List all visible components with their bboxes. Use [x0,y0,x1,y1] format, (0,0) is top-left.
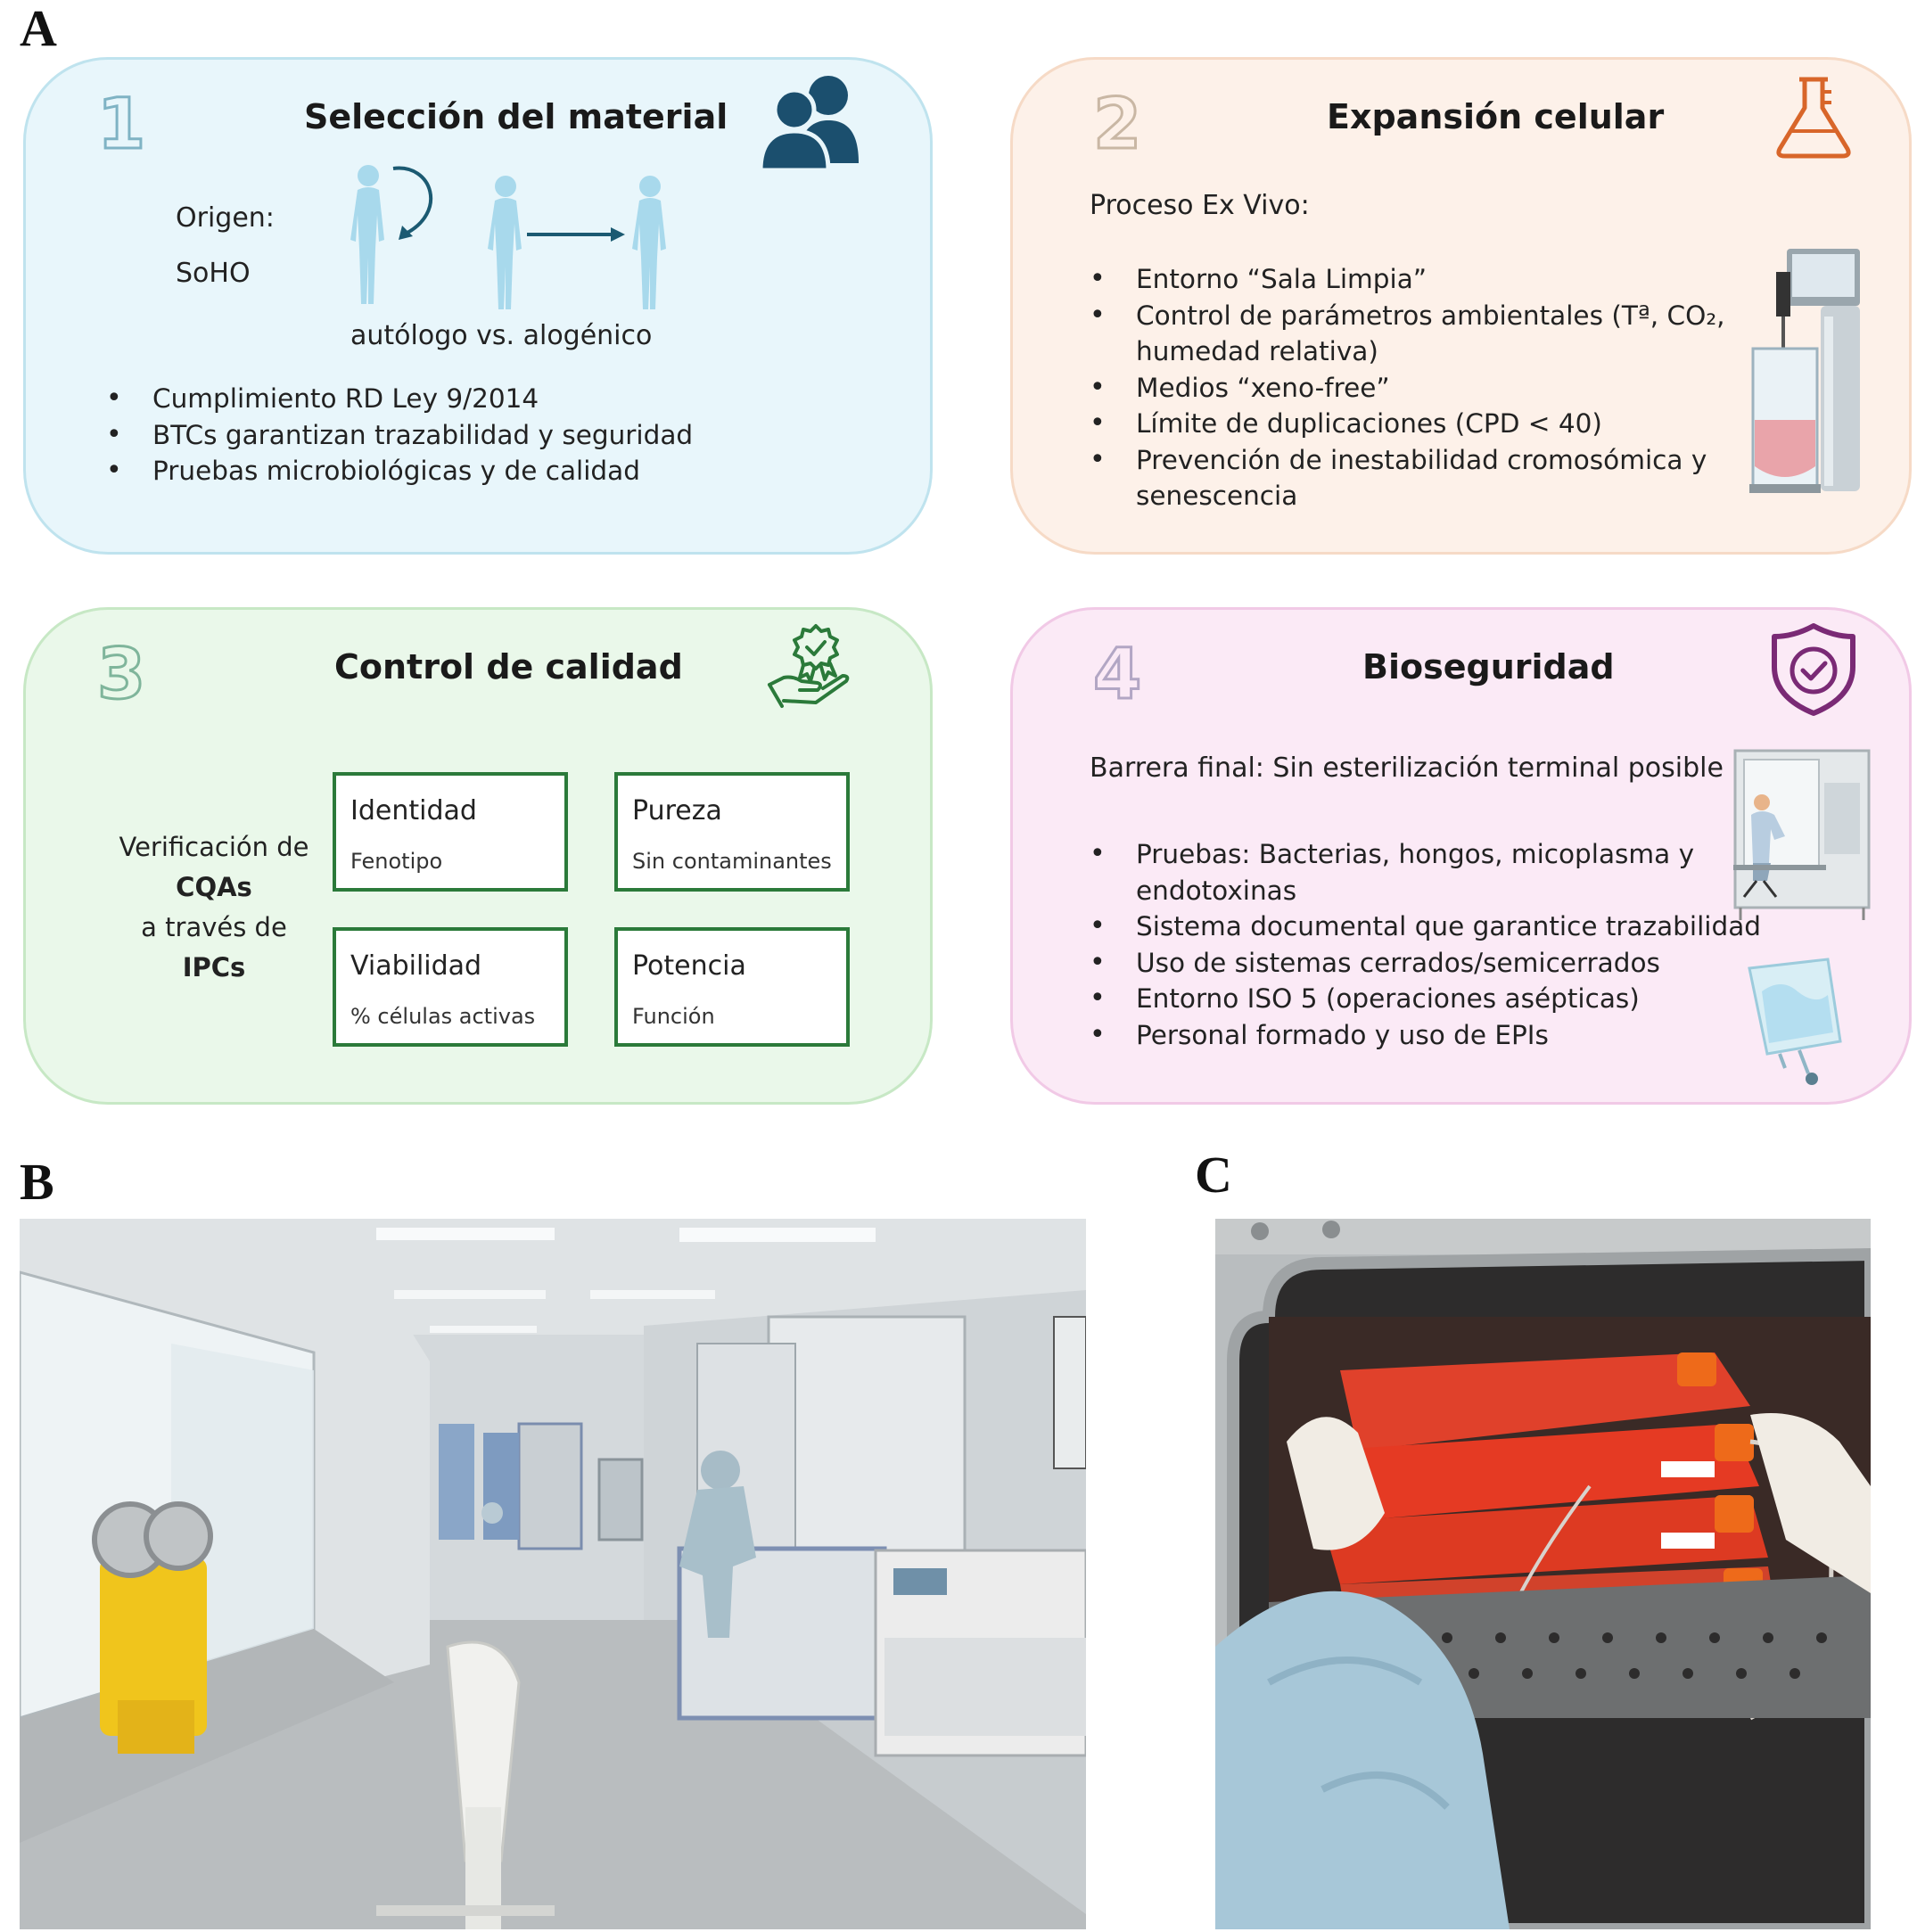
card-cell-expansion: 2 Expansión celular Proceso Ex Vivo: Ent… [1010,57,1912,555]
qc-box-subtitle: Fenotipo [350,849,443,874]
panel-label-a: A [20,0,57,57]
people-group-icon [759,76,859,170]
qc-box-subtitle: % células activas [350,1004,536,1029]
qc-box-title: Potencia [632,950,746,982]
list-item: Control de parámetros ambientales (Tª, C… [1090,298,1725,370]
card-quality-control: 3 Control de calidad Verificación de CQA… [23,607,933,1105]
biosafety-bullet-list: Pruebas: Bacterias, hongos, micoplasma y… [1090,836,1761,1053]
card-title-cell-expansion: Expansión celular [1327,97,1665,136]
autologous-donor-figure [350,165,432,304]
cleanroom-photo [20,1219,1086,1929]
qc-box-title: Identidad [350,795,477,826]
flask-icon [1776,77,1851,159]
list-item: Entorno “Sala Limpia” [1090,261,1725,298]
quality-badge-hand-icon [768,624,850,708]
panel-label-b: B [20,1153,54,1211]
list-item: Personal formado y uso de EPIs [1090,1017,1761,1054]
biosafety-cabinet-illustration [1733,749,1871,920]
list-item: Entorno ISO 5 (operaciones asépticas) [1090,981,1761,1017]
expansion-intro: Proceso Ex Vivo: [1090,190,1310,221]
incubator-flasks-photo [1215,1219,1871,1929]
material-bullet-list: Cumplimiento RD Ley 9/2014 BTCs garantiz… [106,381,693,489]
step-number-3: 3 [95,635,146,715]
list-item: Pruebas: Bacterias, hongos, micoplasma y… [1090,836,1761,908]
list-item: Medios “xeno-free” [1090,370,1725,407]
card-title-material-selection: Selección del material [304,97,728,136]
qc-box-subtitle: Función [632,1004,715,1029]
bioreactor-illustration [1749,249,1860,493]
cqas-term: CQAs [176,872,252,902]
card-material-selection: 1 Selección del material Origen: SoHO au… [23,57,933,555]
origin-caption: autólogo vs. alogénico [350,320,653,351]
qc-box-potency: Potencia Función [614,927,850,1047]
verification-line: Verificación de [119,832,309,862]
shield-check-icon [1772,623,1855,716]
step-number-2: 2 [1091,85,1142,165]
list-item: Pruebas microbiológicas y de calidad [106,453,693,489]
ipcs-term: IPCs [182,952,246,982]
biosafety-intro: Barrera final: Sin esterilización termin… [1090,752,1724,784]
card-title-quality-control: Control de calidad [334,647,683,686]
expansion-bullet-list: Entorno “Sala Limpia” Control de parámet… [1090,261,1725,514]
list-item: Uso de sistemas cerrados/semicerrados [1090,945,1761,982]
step-number-1: 1 [95,85,146,165]
origin-value: SoHO [176,258,251,289]
step-number-4: 4 [1091,635,1142,715]
card-title-biosafety: Bioseguridad [1362,647,1615,686]
qc-box-subtitle: Sin contaminantes [632,849,832,874]
card-biosafety: 4 Bioseguridad Barrera final: Sin esteri… [1010,607,1912,1105]
qc-box-title: Viabilidad [350,950,482,982]
verification-text: Verificación de CQAs a través de IPCs [111,827,317,988]
list-item: Cumplimiento RD Ley 9/2014 [106,381,693,417]
list-item: BTCs garantizan trazabilidad y seguridad [106,417,693,454]
panel-label-c: C [1195,1146,1232,1204]
list-item: Límite de duplicaciones (CPD < 40) [1090,406,1725,442]
list-item: Prevención de inestabilidad cromosómica … [1090,442,1725,514]
qc-box-purity: Pureza Sin contaminantes [614,772,850,892]
verification-line: a través de [141,912,287,942]
origin-label: Origen: [176,202,275,234]
qc-box-viability: Viabilidad % células activas [333,927,568,1047]
list-item: Sistema documental que garantice trazabi… [1090,908,1761,945]
qc-box-identity: Identidad Fenotipo [333,772,568,892]
allogeneic-donor-recipient-figure [488,176,666,309]
qc-box-title: Pureza [632,795,722,826]
infusion-bag-illustration [1748,958,1842,1085]
